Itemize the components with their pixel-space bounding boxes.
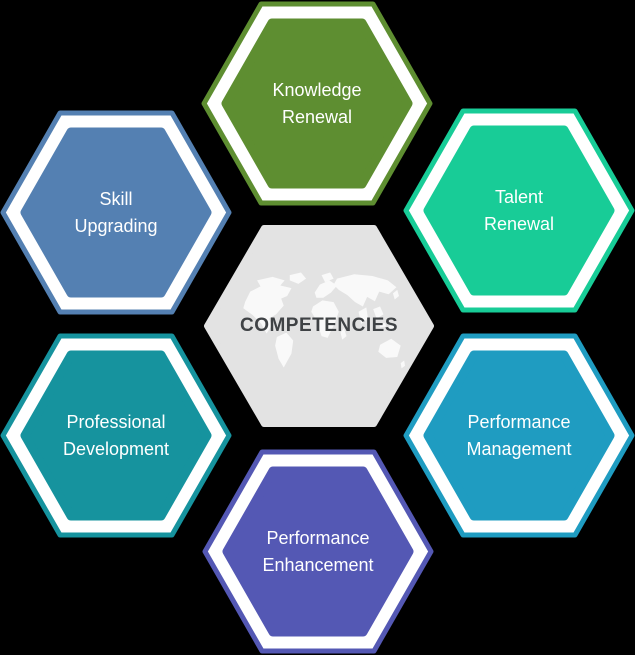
world-map-icon bbox=[243, 272, 405, 369]
hexagon-shape bbox=[0, 110, 232, 315]
hexagon-knowledge-renewal: Knowledge Renewal bbox=[201, 1, 433, 206]
hexagon-shape bbox=[403, 333, 635, 538]
hexagon-skill-upgrading: Skill Upgrading bbox=[0, 110, 232, 315]
competencies-title: COMPETENCIES bbox=[239, 315, 399, 336]
hexagon-shape bbox=[0, 333, 232, 538]
hexagon-shape bbox=[201, 1, 433, 206]
hexagon-shape bbox=[202, 449, 434, 654]
hexagon-professional-development: Professional Development bbox=[0, 333, 232, 538]
hexagon-performance-enhancement: Performance Enhancement bbox=[202, 449, 434, 654]
hexagon-center-competencies: COMPETENCIES bbox=[204, 225, 434, 427]
hexagon-performance-management: Performance Management bbox=[403, 333, 635, 538]
hexagon-shape bbox=[403, 108, 635, 313]
hexagon-talent-renewal: Talent Renewal bbox=[403, 108, 635, 313]
